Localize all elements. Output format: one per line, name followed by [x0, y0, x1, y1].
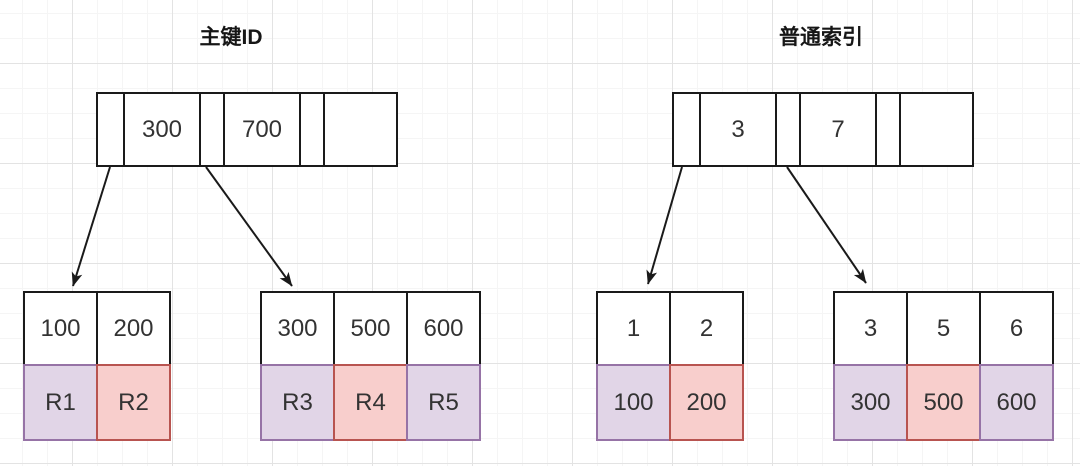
leaf-record-cell: R5: [406, 364, 481, 441]
root-pointer-cell: [775, 94, 799, 165]
arrow-secondary-root-to-leaf2: [786, 166, 867, 284]
root-key-cell: 7: [799, 94, 875, 165]
leaf-key-cell: 6: [979, 291, 1054, 366]
primary-leaf-node-1: 100 200 R1 R2: [23, 291, 171, 441]
root-key-cell: [323, 94, 396, 165]
primary-key-title: 主键ID: [199, 26, 263, 49]
leaf-key-cell: 200: [96, 291, 171, 366]
leaf-key-cell: 3: [833, 291, 908, 366]
root-pointer-cell: [299, 94, 323, 165]
leaf-record-cell: R4: [333, 364, 408, 441]
leaf-record-cell: 200: [669, 364, 744, 441]
root-key-cell: 300: [123, 94, 199, 165]
leaf-record-cell: 300: [833, 364, 908, 441]
leaf-key-cell: 2: [669, 291, 744, 366]
arrow-primary-root-to-leaf2: [205, 166, 293, 287]
secondary-leaf-node-2: 3 5 6 300 500 600: [833, 291, 1054, 441]
leaf-key-cell: 100: [23, 291, 98, 366]
leaf-record-cell: 500: [906, 364, 981, 441]
leaf-key-cell: 300: [260, 291, 335, 366]
root-key-cell: 3: [699, 94, 775, 165]
root-pointer-cell: [875, 94, 899, 165]
leaf-key-cell: 1: [596, 291, 671, 366]
root-key-cell: 700: [223, 94, 299, 165]
leaf-record-cell: R3: [260, 364, 335, 441]
secondary-leaf-node-1: 1 2 100 200: [596, 291, 744, 441]
root-pointer-cell: [98, 94, 123, 165]
leaf-record-cell: 600: [979, 364, 1054, 441]
leaf-record-cell: R2: [96, 364, 171, 441]
secondary-root-node: 3 7: [672, 92, 974, 167]
root-key-cell: [899, 94, 972, 165]
primary-root-node: 300 700: [96, 92, 398, 167]
root-pointer-cell: [674, 94, 699, 165]
leaf-record-cell: R1: [23, 364, 98, 441]
secondary-index-title: 普通索引: [779, 26, 863, 49]
root-pointer-cell: [199, 94, 223, 165]
leaf-record-cell: 100: [596, 364, 671, 441]
arrow-secondary-root-to-leaf1: [646, 166, 683, 285]
leaf-key-cell: 600: [406, 291, 481, 366]
leaf-key-cell: 500: [333, 291, 408, 366]
arrow-primary-root-to-leaf1: [71, 166, 111, 287]
primary-leaf-node-2: 300 500 600 R3 R4 R5: [260, 291, 481, 441]
leaf-key-cell: 5: [906, 291, 981, 366]
